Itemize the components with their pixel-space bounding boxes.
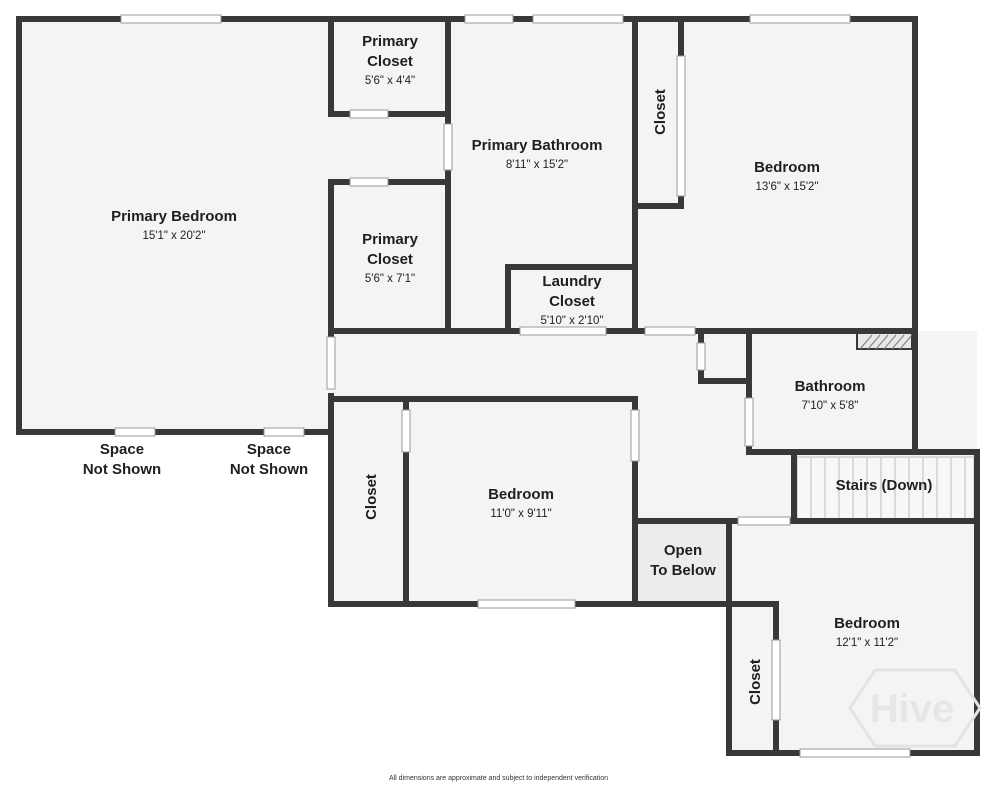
room-dims-bedroom-se: 12'1" x 11'2" bbox=[836, 637, 898, 649]
windows bbox=[114, 14, 911, 758]
room-name-laundry-closet-1: Laundry bbox=[542, 273, 602, 290]
room-name-bathroom: Bathroom bbox=[795, 378, 866, 395]
room-name-primary-closet-mid-2: Closet bbox=[367, 251, 413, 268]
room-name-bedroom-ne: Bedroom bbox=[754, 159, 820, 176]
room-dims-primary-bedroom: 15'1" x 20'2" bbox=[142, 230, 205, 242]
note-space-1-line1: Space bbox=[100, 441, 144, 458]
room-name-open-to-below-2: To Below bbox=[650, 562, 716, 579]
room-name-bedroom-se: Bedroom bbox=[834, 615, 900, 632]
room-name-closet-se: Closet bbox=[747, 659, 764, 705]
room-name-stairs: Stairs (Down) bbox=[836, 477, 933, 494]
watermark-logo: Hive bbox=[848, 668, 982, 748]
watermark-text: Hive bbox=[870, 687, 955, 731]
room-dims-primary-bathroom: 8'11" x 15'2" bbox=[506, 159, 568, 171]
room-dims-primary-closet-mid: 5'6" x 7'1" bbox=[365, 273, 415, 285]
note-space-1-line2: Not Shown bbox=[83, 461, 161, 478]
room-name-primary-bedroom: Primary Bedroom bbox=[111, 208, 237, 225]
room-dims-primary-closet-top: 5'6" x 4'4" bbox=[365, 75, 415, 87]
note-space-2-line1: Space bbox=[247, 441, 291, 458]
room-dims-laundry-closet: 5'10" x 2'10" bbox=[540, 315, 603, 327]
room-name-bedroom-mid: Bedroom bbox=[488, 486, 554, 503]
room-name-primary-closet-mid-1: Primary bbox=[362, 231, 419, 248]
room-name-primary-closet-top-2: Closet bbox=[367, 53, 413, 70]
stairs-treads bbox=[796, 456, 975, 521]
room-name-closet-left: Closet bbox=[363, 474, 380, 520]
room-name-closet-ne: Closet bbox=[652, 89, 669, 135]
room-name-primary-bathroom: Primary Bathroom bbox=[472, 137, 603, 154]
room-labels: Primary Bedroom 15'1" x 20'2" Primary Cl… bbox=[83, 33, 933, 705]
room-name-primary-closet-top-1: Primary bbox=[362, 33, 419, 50]
footer-disclaimer: All dimensions are approximate and subje… bbox=[388, 775, 609, 782]
room-name-open-to-below-1: Open bbox=[664, 542, 702, 559]
room-name-laundry-closet-2: Closet bbox=[549, 293, 595, 310]
room-dims-bedroom-mid: 11'0" x 9'11" bbox=[490, 508, 551, 520]
vent-hatch bbox=[856, 332, 913, 350]
room-dims-bathroom: 7'10" x 5'8" bbox=[802, 400, 859, 412]
room-dims-bedroom-ne: 13'6" x 15'2" bbox=[755, 181, 818, 193]
note-space-2-line2: Not Shown bbox=[230, 461, 308, 478]
